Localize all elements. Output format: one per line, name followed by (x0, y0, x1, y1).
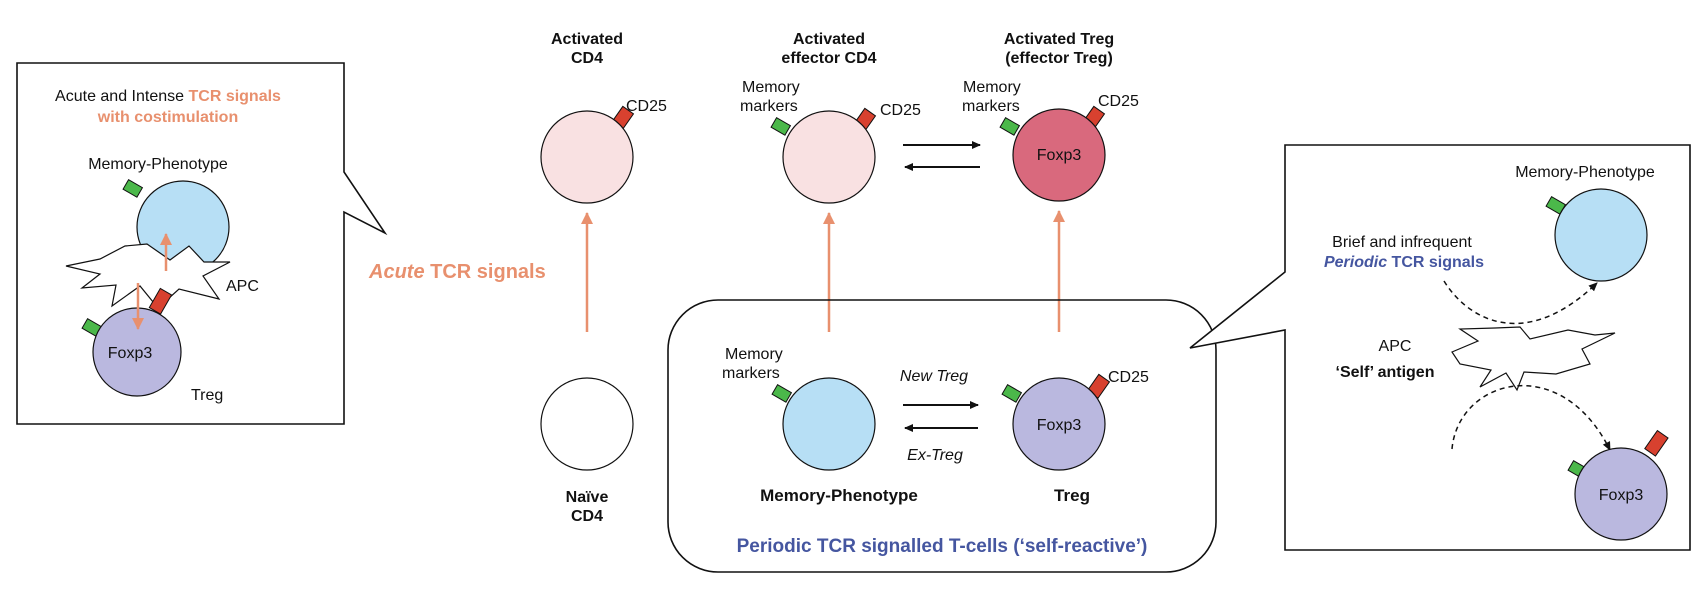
center-treg-label: Treg (1054, 486, 1090, 505)
left-callout-panel: Acute and Intense TCR signals with costi… (16, 62, 388, 425)
left-memory-phenotype-label: Memory-Phenotype (88, 156, 228, 173)
center-memory-phenotype-label: Memory-Phenotype (760, 486, 918, 505)
right-signals-line2: Periodic TCR signals (1324, 254, 1484, 271)
activated-effector-cd4-group: Activated effector CD4 Memory markers CD… (740, 31, 921, 204)
memory-marker-icon (1001, 383, 1023, 403)
ex-treg-label: Ex-Treg (907, 447, 963, 464)
activated-effector-cd4-cell (782, 110, 876, 204)
activated-treg-group: Activated Treg (effector Treg) Memory ma… (962, 31, 1139, 202)
activated-treg-title-line1: Activated Treg (1004, 31, 1114, 48)
acute-tcr-signals-label: Acute TCR signals (368, 261, 546, 283)
memory-marker-icon (999, 116, 1021, 136)
memory-marker-icon (122, 178, 144, 198)
activated-treg-title-line2: (effector Treg) (1005, 50, 1113, 67)
activated-treg-memory-line2: markers (962, 98, 1020, 115)
activated-cd4-cell (540, 110, 634, 204)
right-signals-line1: Brief and infrequent (1332, 234, 1472, 251)
right-callout-panel: Memory-Phenotype Brief and infrequent Pe… (1189, 144, 1691, 551)
signal-to-memory-dashed-arrow (1443, 280, 1598, 325)
center-memory-line2: markers (722, 365, 780, 382)
activated-treg-memory-line1: Memory (963, 79, 1021, 96)
periodic-signalled-box: Memory markers New Treg Ex-Treg CD25 Fox… (667, 299, 1217, 573)
activated-cd4-title-line1: Activated (551, 31, 623, 48)
self-antigen-label: ‘Self’ antigen (1336, 364, 1435, 381)
periodic-box-frame (667, 299, 1217, 573)
center-memory-phenotype-cell (782, 377, 876, 471)
activated-treg-cell (1012, 108, 1106, 202)
right-memory-phenotype-cell (1554, 188, 1648, 282)
activated-effector-title-line1: Activated (793, 31, 865, 48)
center-foxp3-label: Foxp3 (1037, 417, 1082, 434)
activated-treg-cd25-label: CD25 (1098, 93, 1139, 110)
activated-effector-title-line2: effector CD4 (781, 50, 876, 67)
right-apc-shape (1451, 326, 1616, 392)
center-treg-cell (1012, 377, 1106, 471)
center-cd25-label: CD25 (1108, 369, 1149, 386)
activated-effector-memory-line1: Memory (742, 79, 800, 96)
left-foxp3-label: Foxp3 (108, 345, 153, 362)
center-memory-line1: Memory (725, 346, 783, 363)
right-treg-cell (1574, 447, 1668, 541)
activated-treg-foxp3-label: Foxp3 (1037, 147, 1082, 164)
activated-cd4-title-line2: CD4 (571, 50, 603, 67)
right-apc-label: APC (1379, 338, 1412, 355)
memory-marker-icon (771, 383, 793, 403)
left-panel-title-line1: Acute and Intense TCR signals (55, 88, 281, 105)
naive-label-line1: Naïve (566, 489, 609, 506)
activated-effector-cd25-label: CD25 (880, 102, 921, 119)
periodic-box-caption: Periodic TCR signalled T-cells (‘self-re… (737, 536, 1148, 557)
cd25-marker-icon (1644, 429, 1669, 457)
naive-label-line2: CD4 (571, 508, 603, 525)
right-foxp3-label: Foxp3 (1599, 487, 1644, 504)
naive-cd4-group: Naïve CD4 (540, 377, 634, 525)
left-apc-label: APC (226, 278, 259, 295)
activated-effector-memory-line2: markers (740, 98, 798, 115)
cd25-marker-icon (148, 287, 173, 315)
activated-cd4-cd25-label: CD25 (626, 98, 667, 115)
naive-cd4-cell (540, 377, 634, 471)
apc-cell-shape (65, 243, 231, 309)
new-treg-label: New Treg (900, 368, 968, 385)
activated-cd4-group: Activated CD4 CD25 (540, 31, 667, 204)
memory-marker-icon (770, 116, 792, 136)
left-panel-title-line2: with costimulation (97, 109, 238, 126)
right-memory-phenotype-label: Memory-Phenotype (1515, 164, 1655, 181)
left-treg-label: Treg (191, 387, 223, 404)
